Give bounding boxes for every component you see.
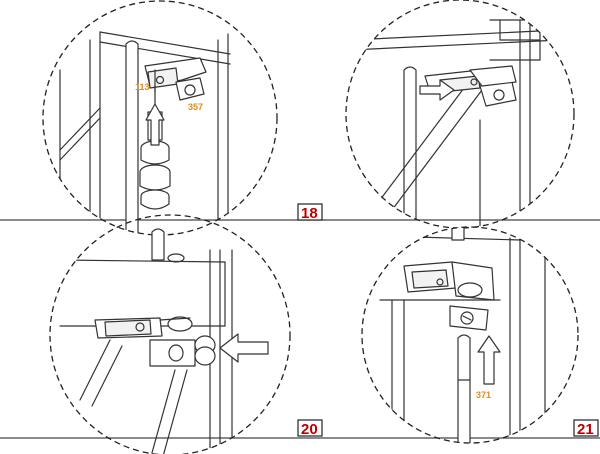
push-arrow-icon: [219, 333, 269, 363]
step-21-detail-circle: [361, 226, 579, 444]
part-label-371: 371: [476, 390, 491, 400]
step-19-detail-circle: [345, 0, 575, 229]
step-21-badge-box: [573, 419, 599, 437]
part-label-113: 113: [135, 82, 150, 92]
step-21-panel: 371 21: [361, 226, 599, 444]
step-18-badge-box: [297, 203, 323, 221]
push-arrow-icon: [145, 103, 165, 146]
step-20-number: 20: [301, 421, 318, 438]
step-20-badge-box: [297, 419, 323, 437]
step-18-number: 18: [301, 205, 318, 222]
push-arrow-icon: [477, 335, 501, 385]
step-18-panel: 113 357 18: [42, 0, 323, 236]
step-20-panel: 20: [49, 214, 323, 454]
step-19-panel: [345, 0, 575, 229]
part-label-357: 357: [188, 102, 203, 112]
screwdriver-icon: [139, 85, 171, 210]
push-arrow-icon: [419, 79, 455, 101]
step-21-number: 21: [577, 421, 594, 438]
step-20-detail-circle: [49, 214, 291, 454]
